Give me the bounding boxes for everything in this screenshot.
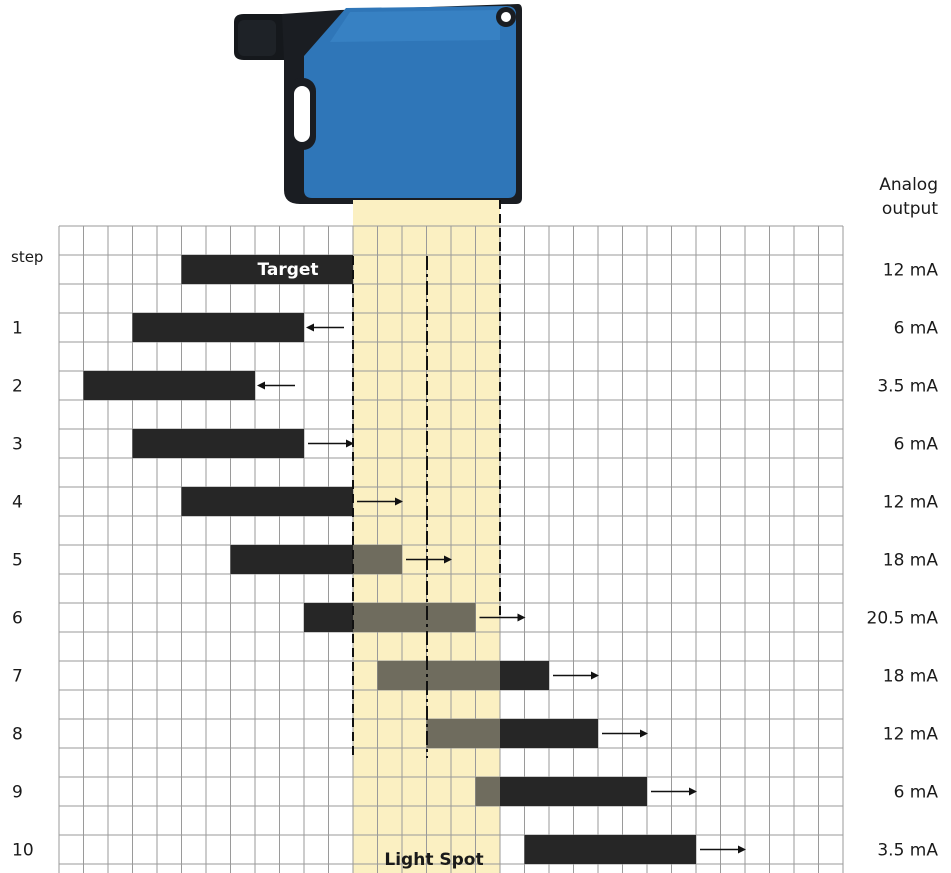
sensor-connector-nut (238, 20, 276, 56)
movement-arrow (553, 671, 599, 680)
step-number: 4 (12, 493, 23, 513)
analog-output-value: 6 mA (894, 783, 939, 803)
step-row (377, 661, 599, 690)
step-rows (83, 255, 746, 864)
analog-output-header-line2: output (882, 199, 938, 219)
target-label: Target (257, 260, 318, 280)
light-spot-label: Light Spot (384, 850, 483, 870)
step-number: 2 (12, 377, 23, 397)
light-spot-overlap (426, 719, 500, 748)
analog-output-value: 12 mA (883, 261, 939, 281)
analog-output-value: 18 mA (883, 667, 939, 687)
output-labels: 12 mA 6 mA 3.5 mA 6 mA 12 mA 18 mA 20.5 mA 18 m… (867, 261, 939, 861)
analog-output-value: 20.5 mA (867, 609, 939, 629)
analog-output-value: 12 mA (883, 493, 939, 513)
movement-arrow (308, 439, 354, 448)
analog-output-value: 6 mA (894, 319, 939, 339)
light-spot-overlap (377, 661, 500, 690)
analog-output-value: 12 mA (883, 725, 939, 745)
analog-output-value: 3.5 mA (877, 377, 938, 397)
sensor-illustration (234, 4, 522, 204)
target-bar (181, 255, 353, 284)
sensor-screw-center (501, 12, 511, 22)
step-labels: 1 2 3 4 5 6 7 8 9 10 (12, 319, 34, 861)
analog-output-value: 3.5 mA (877, 841, 938, 861)
step-row (132, 313, 344, 342)
step-number: 7 (12, 667, 23, 687)
step-row (475, 777, 697, 806)
step-row (304, 603, 526, 632)
target-bar (132, 429, 304, 458)
step-number: 8 (12, 725, 23, 745)
movement-arrow (406, 555, 452, 564)
sensor-slot-hole (294, 86, 310, 142)
movement-arrow (306, 323, 344, 332)
movement-arrow (257, 381, 295, 390)
analog-output-header-line1: Analog (879, 175, 938, 195)
light-spot-overlap (353, 545, 402, 574)
sensor-blue-face (304, 6, 516, 198)
movement-arrow (357, 497, 403, 506)
movement-arrow (700, 845, 746, 854)
light-spot-overlap (475, 777, 500, 806)
target-bar (475, 777, 647, 806)
movement-arrow (479, 613, 526, 622)
step-row (524, 835, 746, 864)
target-bar (181, 487, 353, 516)
target-bar (524, 835, 696, 864)
step-number: 6 (12, 609, 23, 629)
target-bar (83, 371, 255, 400)
target-bar (132, 313, 304, 342)
sensor-blue-highlight (330, 10, 500, 42)
step-header: step (11, 248, 43, 266)
step-number: 9 (12, 783, 23, 803)
analog-output-value: 18 mA (883, 551, 939, 571)
step-row (426, 719, 648, 748)
light-spot-overlap (353, 603, 476, 632)
step-row (181, 487, 403, 516)
movement-arrow (651, 787, 697, 796)
step-row (83, 371, 295, 400)
movement-arrow (602, 729, 648, 738)
step-number: 1 (12, 319, 23, 339)
step-number: 3 (12, 435, 23, 455)
step-number: 5 (12, 551, 23, 571)
step-row (132, 429, 354, 458)
step-row (181, 255, 353, 284)
step-number: 10 (12, 841, 34, 861)
analog-output-value: 6 mA (894, 435, 939, 455)
step-row (230, 545, 452, 574)
